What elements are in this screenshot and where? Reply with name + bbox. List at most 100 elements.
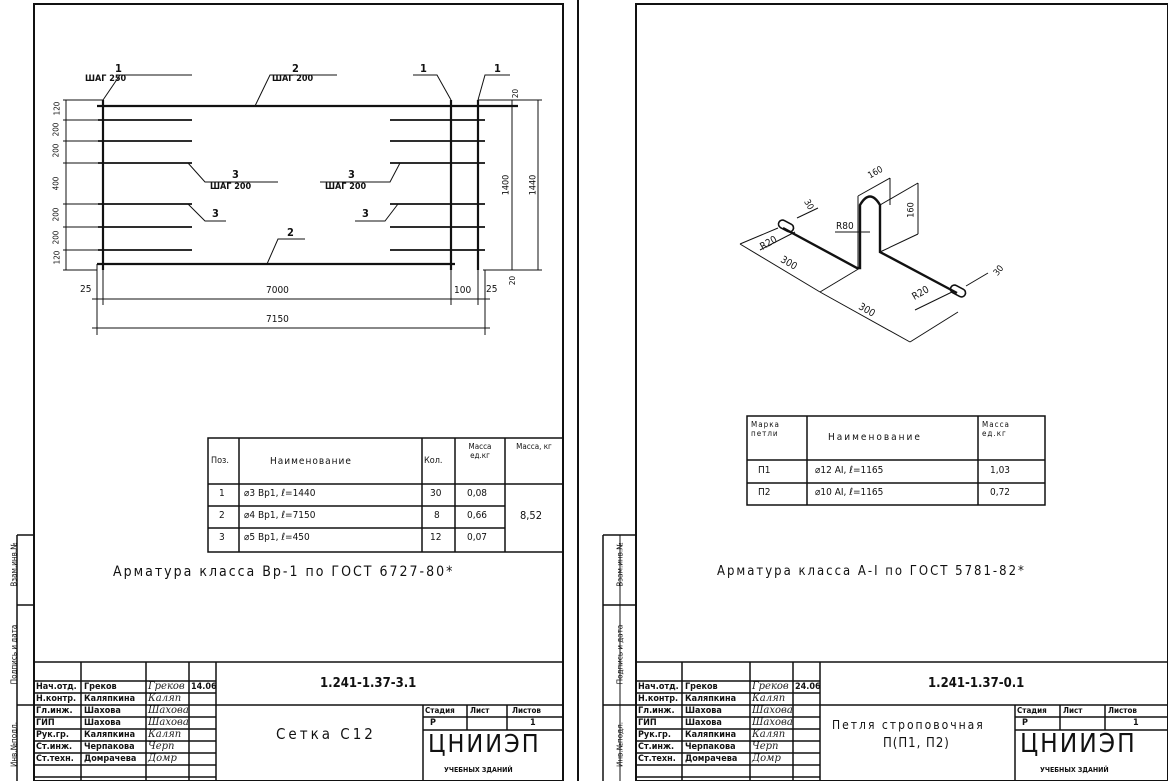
tb-signature: Каляп <box>752 693 786 704</box>
tb-signature: Каляп <box>148 693 182 704</box>
tb-role: Н.контр. <box>36 694 77 704</box>
tb-name: Шахова <box>84 718 121 728</box>
dim-label: 7150 <box>266 314 289 325</box>
callout-pos: 2 <box>292 62 299 75</box>
callout-note: ШАГ 200 <box>210 182 252 192</box>
left-title-block-grid <box>34 661 563 781</box>
tb-sheet-label: Лист <box>470 706 490 715</box>
table-header: Масса ед.кг <box>468 442 492 460</box>
table-cell-name: ⌀10 АI, ℓ=1165 <box>815 487 884 498</box>
table-cell-mass: 0,08 <box>467 488 488 499</box>
tb-signature: Шахова <box>752 705 793 716</box>
tb-role: Ст.техн. <box>638 754 676 764</box>
tb-org-sub: учебных зданий <box>444 766 513 774</box>
lifting-loop-drawing <box>739 177 989 343</box>
tb-name: Черпакова <box>685 742 736 752</box>
table-cell-mark: П1 <box>758 465 771 476</box>
table-header: Марка петли <box>751 420 780 438</box>
callout-pos: 3 <box>232 168 239 181</box>
table-cell-qty: 12 <box>430 532 442 543</box>
dim-label: 1440 <box>528 174 539 196</box>
tb-stage-label: Стадия <box>425 706 455 715</box>
tb-signature: Домр <box>752 753 781 764</box>
left-spec-table-grid <box>207 437 564 553</box>
tb-role: Н.контр. <box>638 694 679 704</box>
dim-label: 25 <box>486 284 498 295</box>
callout-pos: 1 <box>420 62 427 75</box>
tb-org-sub: учебных зданий <box>1040 766 1109 774</box>
tb-signature: Каляп <box>752 729 786 740</box>
dim-label: R80 <box>836 221 854 232</box>
dim-label: 160 <box>906 202 917 218</box>
tb-name: Греков <box>685 682 718 692</box>
callout-note: ШАГ 250 <box>85 74 127 84</box>
mesh-drawing <box>63 74 542 335</box>
tb-stage: Р <box>1022 718 1028 728</box>
tb-title: Сетка С12 <box>276 725 376 743</box>
tb-name: Шахова <box>84 706 121 716</box>
table-header: Масса, кг <box>516 442 552 451</box>
callout-pos: 3 <box>212 207 219 220</box>
tb-name: Каляпкина <box>685 730 737 740</box>
tb-title-line2: П(П1, П2) <box>883 736 950 751</box>
table-cell-name: ⌀3 Вр1, ℓ=1440 <box>244 488 316 499</box>
table-cell-qty: 30 <box>430 488 442 499</box>
table-header: Наименование <box>270 456 352 467</box>
table-header: Масса ед.кг <box>982 420 1010 438</box>
dim-label: 20 <box>508 275 518 286</box>
dim-label: 25 <box>80 284 92 295</box>
tb-doc-code: 1.241-1.37-3.1 <box>320 676 417 691</box>
tb-sheets: 1 <box>1133 718 1139 728</box>
side-stamp-label: Инв.№подл. <box>615 721 625 768</box>
tb-name: Шахова <box>685 718 722 728</box>
dim-label: 1400 <box>501 174 512 196</box>
tb-name: Черпакова <box>84 742 135 752</box>
tb-date: 14.06 <box>191 682 217 692</box>
dim-label: 200 <box>51 122 61 137</box>
tb-name: Греков <box>84 682 117 692</box>
tb-name: Домрачева <box>84 754 137 764</box>
side-stamp-label: Взам.инв.№ <box>9 542 19 587</box>
tb-name: Каляпкина <box>84 694 136 704</box>
table-cell-name: ⌀12 АI, ℓ=1165 <box>815 465 884 476</box>
dim-label: 100 <box>454 285 472 296</box>
callout-note: ШАГ 200 <box>272 74 314 84</box>
tb-role: Ст.инж. <box>36 742 73 752</box>
tb-name: Шахова <box>685 706 722 716</box>
tb-sheets-label: Листов <box>1108 706 1137 715</box>
table-cell-name: ⌀4 Вр1, ℓ=7150 <box>244 510 316 521</box>
tb-stage-label: Стадия <box>1017 706 1047 715</box>
table-header: Наименование <box>828 432 922 443</box>
side-stamp-label: Подпись и дата <box>615 624 625 685</box>
table-header: Кол. <box>424 456 443 466</box>
tb-sheets-label: Листов <box>512 706 541 715</box>
tb-role: ГИП <box>36 718 55 728</box>
tb-signature: Каляп <box>148 729 182 740</box>
tb-role: Рук.гр. <box>36 730 69 740</box>
tb-signature: Домр <box>148 753 177 764</box>
right-steel-note: Арматура класса А-I по ГОСТ 5781-82* <box>717 564 1026 579</box>
dim-label: 7000 <box>266 285 289 296</box>
callout-pos: 3 <box>348 168 355 181</box>
tb-signature: Греков <box>752 681 789 692</box>
table-cell-pos: 2 <box>219 510 225 521</box>
tb-signature: Черп <box>752 741 779 752</box>
dim-label: 200 <box>51 143 61 158</box>
tb-org: ЦНИИЭП <box>428 729 541 758</box>
dim-label: 200 <box>51 230 61 245</box>
callout-note: ШАГ 200 <box>325 182 367 192</box>
tb-role: Нач.отд. <box>638 682 679 692</box>
right-title-block-grid <box>636 661 1168 781</box>
callout-pos: 1 <box>115 62 122 75</box>
table-cell-mass: 0,66 <box>467 510 488 521</box>
tb-name: Каляпкина <box>84 730 136 740</box>
tb-role: Нач.отд. <box>36 682 77 692</box>
tb-role: Гл.инж. <box>638 706 675 716</box>
callout-pos: 3 <box>362 207 369 220</box>
table-cell-pos: 1 <box>219 488 225 499</box>
dim-label: 20 <box>511 88 521 99</box>
dim-label: 200 <box>51 207 61 222</box>
tb-role: Ст.инж. <box>638 742 675 752</box>
side-stamp-label: Взам.инв.№ <box>615 542 625 587</box>
